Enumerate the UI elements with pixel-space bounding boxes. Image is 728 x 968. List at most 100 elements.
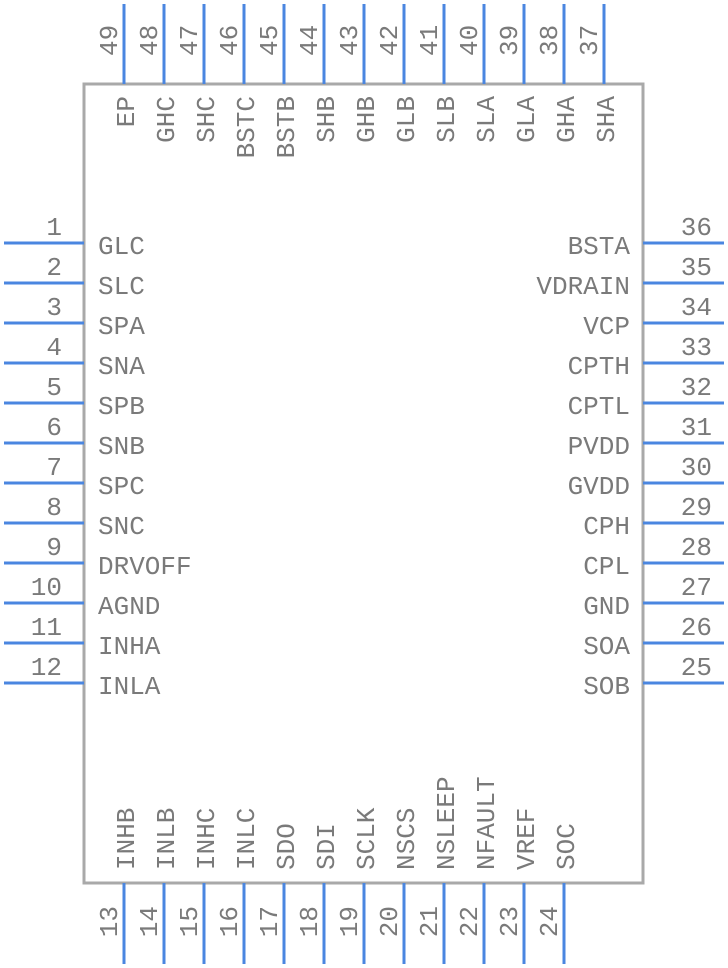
pin-number: 36 [681,213,712,243]
pin-number: 42 [375,25,405,56]
pin-number: 16 [215,906,245,937]
pin-label: SCLK [352,807,382,870]
pin-label: BSTB [272,96,302,158]
pin-number: 39 [495,25,525,56]
pin-label: BSTA [568,232,631,262]
pin-label: CPL [583,552,630,582]
pin-label: INHB [112,808,142,870]
pin-number: 26 [681,613,712,643]
pin-number: 33 [681,333,712,363]
pin-number: 15 [175,906,205,937]
pin-label: SDI [312,823,342,870]
pin-number: 13 [95,906,125,937]
pin-number: 24 [535,906,565,937]
pin-number: 41 [415,25,445,56]
pin-number: 14 [135,906,165,937]
pin-number: 20 [375,906,405,937]
pin-label: INHA [98,632,161,662]
pin-number: 5 [46,373,62,403]
pin-label: SPC [98,472,145,502]
pin-label: SHC [192,96,222,143]
top-pin-group: 49EP48GHC47SHC46BSTC45BSTB44SHB43GHB42GL… [95,4,622,158]
pin-label: CPTL [568,392,630,422]
pin-label: GHB [352,96,382,143]
pin-number: 22 [455,906,485,937]
pin-number: 3 [46,293,62,323]
pin-label: INLA [98,672,161,702]
pin-label: PVDD [568,432,630,462]
pin-number: 12 [31,653,62,683]
pin-label: SHB [312,96,342,143]
pin-label: DRVOFF [98,552,192,582]
pin-number: 32 [681,373,712,403]
pin-label: SDO [272,823,302,870]
pin-label: VREF [512,808,542,870]
pin-number: 9 [46,533,62,563]
pin-number: 21 [415,906,445,937]
pin-number: 2 [46,253,62,283]
pin-label: BSTC [232,96,262,158]
pin-number: 35 [681,253,712,283]
pin-number: 45 [255,25,285,56]
pin-label: CPH [583,512,630,542]
pin-number: 49 [95,25,125,56]
pin-label: CPTH [568,352,630,382]
pin-number: 48 [135,25,165,56]
bottom-pin-group: 13INHB14INLB15INHC16INLC17SDO18SDI19SCLK… [95,776,582,964]
pin-label: SNA [98,352,145,382]
pin-number: 4 [46,333,62,363]
pin-label: AGND [98,592,160,622]
pin-label: NFAULT [472,776,502,870]
pin-number: 44 [295,25,325,56]
pin-label: GND [583,592,630,622]
pin-label: GHA [552,96,582,143]
pin-label: SPA [98,312,145,342]
pin-label: NSCS [392,808,422,870]
pin-number: 38 [535,25,565,56]
pin-number: 25 [681,653,712,683]
pin-number: 8 [46,493,62,523]
pin-label: SLA [472,96,502,143]
pin-number: 46 [215,25,245,56]
pin-label: GLA [512,96,542,143]
pin-number: 7 [46,453,62,483]
pin-number: 23 [495,906,525,937]
chip-body [82,82,645,885]
pin-label: GHC [152,96,182,143]
pin-label: NSLEEP [432,776,462,870]
pin-number: 31 [681,413,712,443]
pin-number: 30 [681,453,712,483]
pin-number: 1 [46,213,62,243]
pin-label: SOB [583,672,630,702]
pin-number: 40 [455,25,485,56]
pin-label: INLB [152,808,182,870]
pin-label: VCP [583,312,630,342]
pin-label: SOC [552,823,582,870]
pin-label: GVDD [568,472,630,502]
pin-label: SLB [432,96,462,143]
pin-number: 28 [681,533,712,563]
pin-label: INHC [192,808,222,870]
pin-number: 6 [46,413,62,443]
pin-label: SNC [98,512,145,542]
pin-number: 43 [335,25,365,56]
pin-label: SLC [98,272,145,302]
pin-number: 10 [31,573,62,603]
pin-number: 18 [295,906,325,937]
pin-label: GLC [98,232,145,262]
pin-label: SOA [583,632,630,662]
pin-number: 34 [681,293,712,323]
pin-number: 29 [681,493,712,523]
pin-label: SHA [592,96,622,143]
pin-number: 37 [575,25,605,56]
pin-number: 11 [31,613,62,643]
pin-number: 27 [681,573,712,603]
pin-label: GLB [392,96,422,143]
pin-label: SNB [98,432,145,462]
pin-label: INLC [232,808,262,870]
pin-label: SPB [98,392,145,422]
pin-label: VDRAIN [536,272,630,302]
